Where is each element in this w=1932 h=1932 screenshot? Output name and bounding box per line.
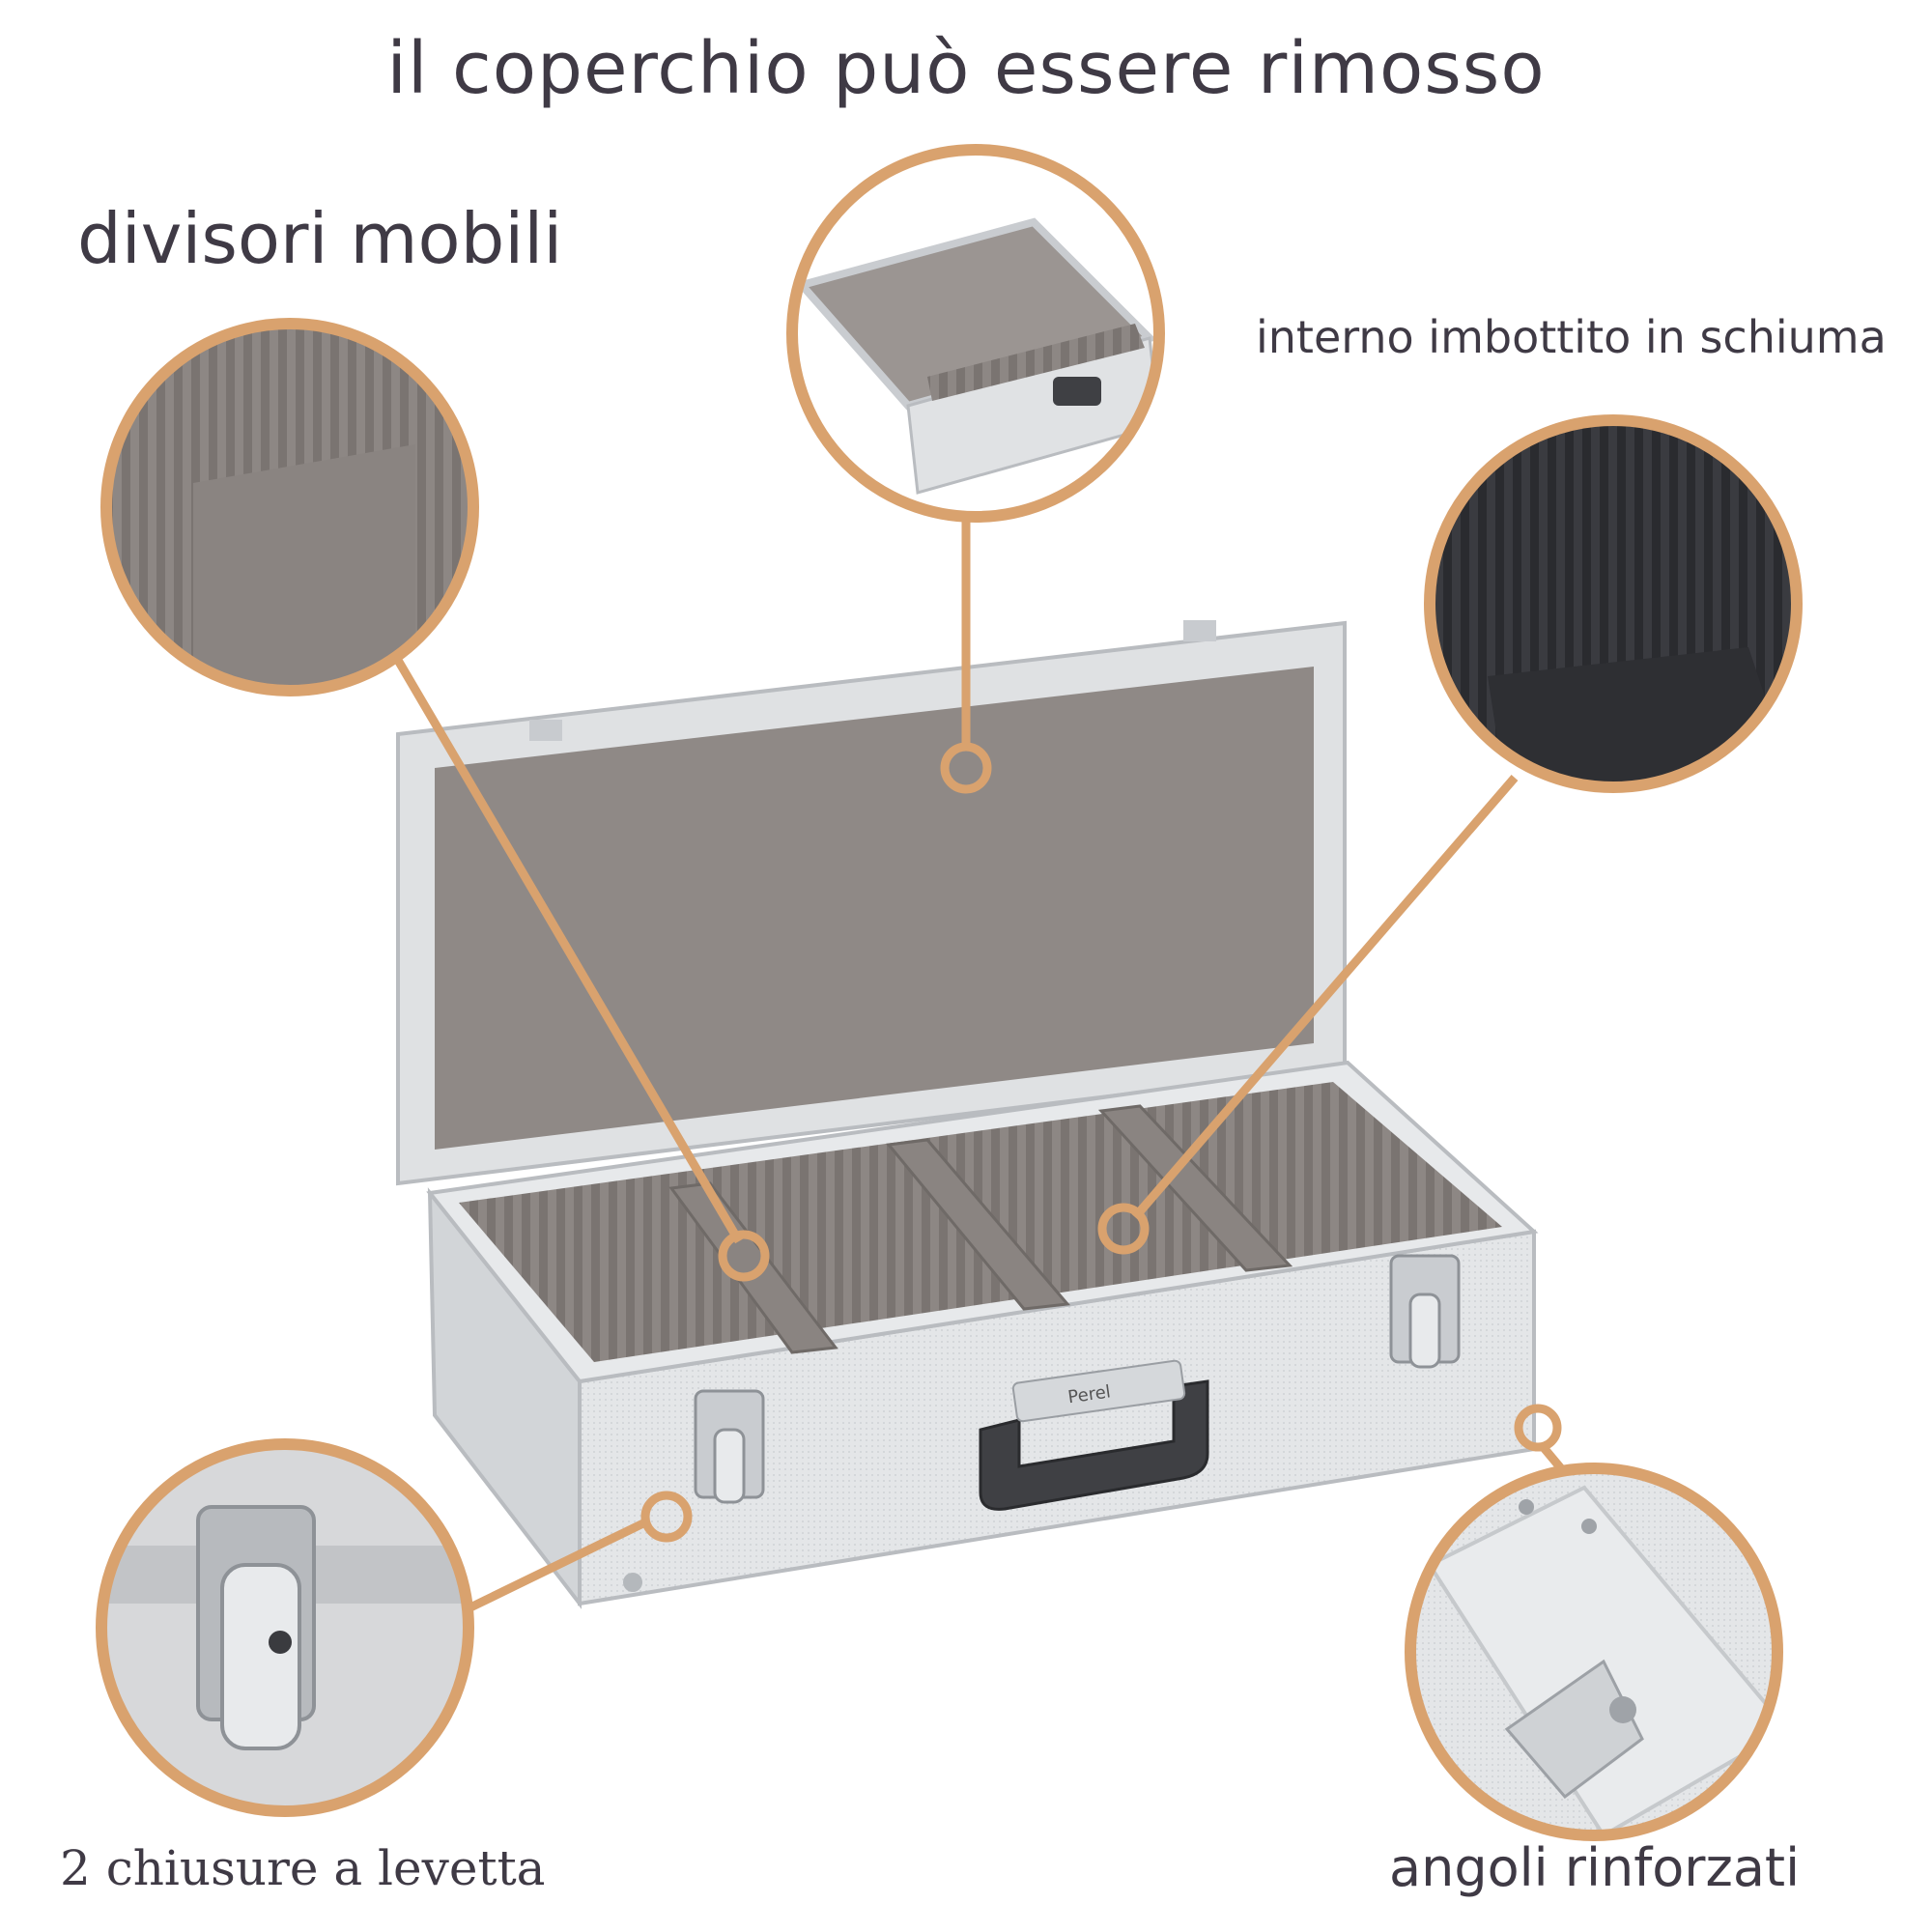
- marker-dot: [718, 1230, 770, 1282]
- corner-rivet: [623, 1573, 642, 1592]
- label-dividers: divisori mobili: [77, 198, 563, 279]
- label-latches: 2 chiusure a levetta: [60, 1840, 546, 1896]
- zoom-dividers: [100, 318, 479, 696]
- connector-latch: [467, 1517, 649, 1613]
- divider: [668, 1181, 838, 1354]
- latch-right: [1389, 1254, 1461, 1369]
- divider: [1097, 1104, 1293, 1272]
- open-case: Perel: [396, 620, 1539, 1609]
- hinge: [529, 720, 562, 741]
- label-corners: angoli rinforzati: [1389, 1837, 1801, 1898]
- marker-dot: [1097, 1203, 1150, 1255]
- carry-handle: Perel: [979, 1359, 1209, 1511]
- case-lid-foam: [435, 667, 1314, 1150]
- connectors: [392, 517, 1569, 1613]
- zoom-latch: [96, 1438, 474, 1817]
- latch-left: [694, 1389, 765, 1504]
- page-title: il coperchio può essere rimosso: [386, 27, 1546, 110]
- connector-dividers: [392, 654, 743, 1244]
- marker-dot: [640, 1491, 693, 1543]
- zoom-corner: [1405, 1463, 1783, 1841]
- marker-dot: [940, 742, 992, 794]
- marker-dot: [1514, 1404, 1562, 1452]
- zoom-foam-interior: [1424, 414, 1803, 793]
- hinge: [1183, 620, 1216, 641]
- connector-foam: [1131, 775, 1519, 1220]
- label-foam: interno imbottito in schiuma: [1256, 311, 1887, 363]
- divider: [886, 1138, 1070, 1311]
- zoom-removable-lid: [786, 144, 1165, 523]
